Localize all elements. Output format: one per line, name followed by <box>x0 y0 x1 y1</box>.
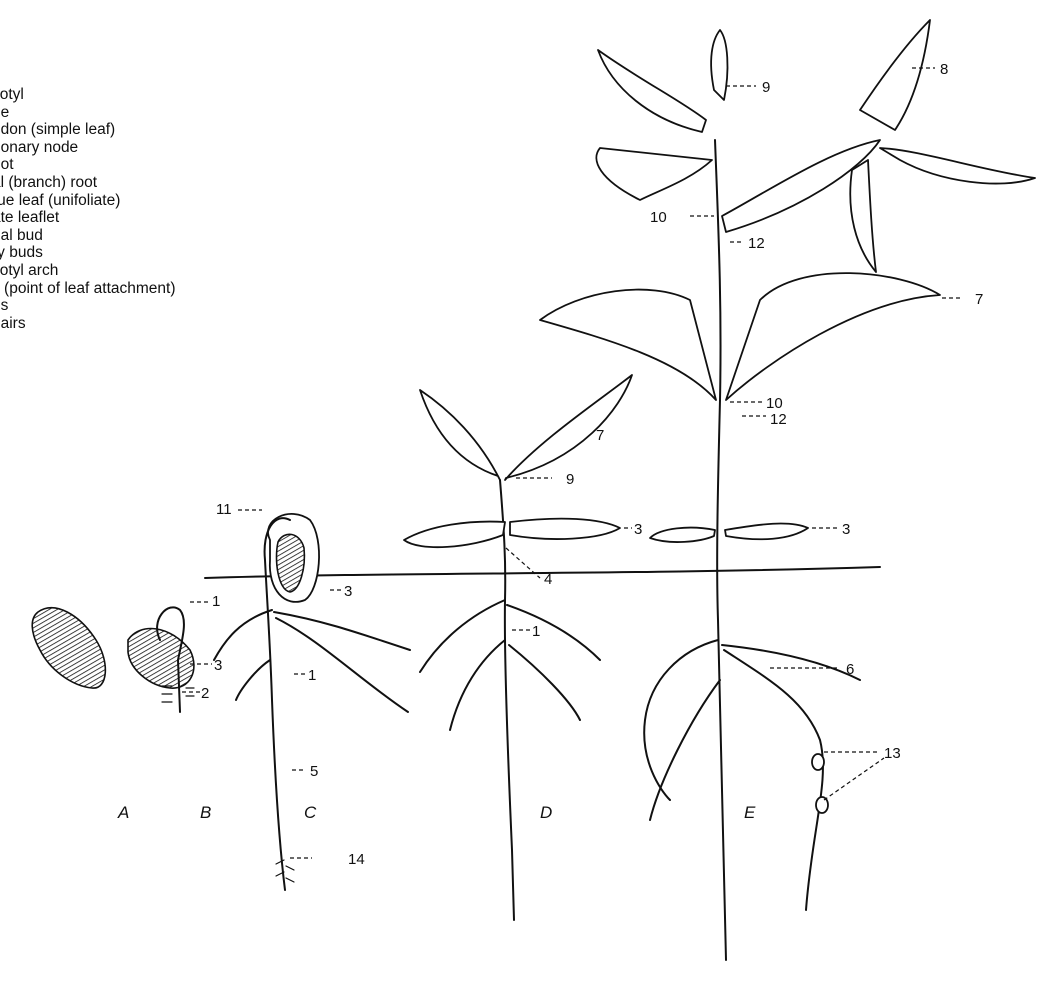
nodule <box>812 754 824 770</box>
label-1: 1 <box>212 593 220 610</box>
stage-label-a: A <box>117 803 129 822</box>
stage-label-d: D <box>540 803 552 822</box>
label-8: 8 <box>940 61 948 78</box>
label-5: 5 <box>310 763 318 780</box>
label-13: 13 <box>884 745 901 762</box>
label-9: 9 <box>566 471 574 488</box>
label-3: 3 <box>634 521 642 538</box>
label-3: 3 <box>842 521 850 538</box>
label-10: 10 <box>650 209 667 226</box>
label-11: 11 <box>216 501 232 518</box>
stage-label-e: E <box>744 803 756 822</box>
label-2: 2 <box>201 685 209 702</box>
seed-a <box>32 608 105 688</box>
label-12: 12 <box>748 235 765 252</box>
label-3: 3 <box>344 583 352 600</box>
label-7: 7 <box>975 291 983 308</box>
label-6: 6 <box>846 661 854 678</box>
seedling-e <box>540 20 1035 960</box>
seedling-d <box>404 375 632 920</box>
stage-label-b: B <box>200 803 211 822</box>
label-3: 3 <box>214 657 222 674</box>
nodule <box>816 797 828 813</box>
label-1: 1 <box>308 667 316 684</box>
leader-lines <box>182 68 960 858</box>
label-4: 4 <box>544 571 552 588</box>
label-14: 14 <box>348 851 365 868</box>
label-10: 10 <box>766 395 783 412</box>
label-9: 9 <box>762 79 770 96</box>
label-7: 7 <box>596 427 604 444</box>
seed-b <box>128 607 194 712</box>
label-1: 1 <box>532 623 540 640</box>
label-12: 12 <box>770 411 787 428</box>
seedling-c <box>214 514 410 890</box>
stage-label-c: C <box>304 803 317 822</box>
